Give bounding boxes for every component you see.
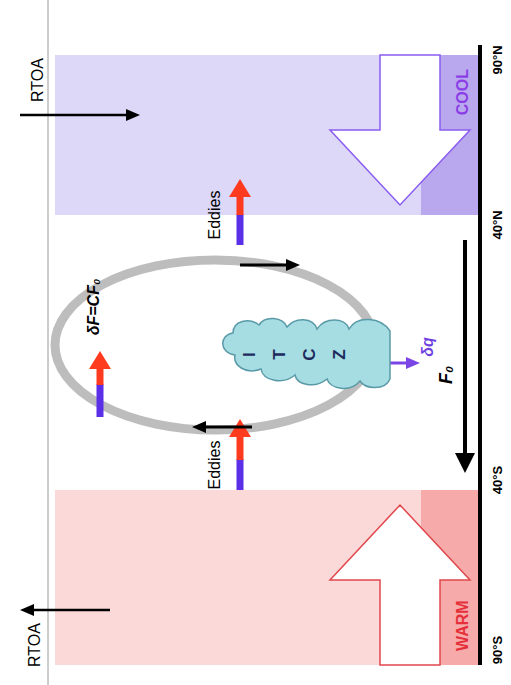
flux-label: RTOA — [26, 623, 44, 667]
node-text: ITCZ — [235, 348, 355, 361]
latitude-label: 90°N — [490, 45, 505, 74]
latitude-label: 40°N — [490, 210, 505, 239]
flux-label: RTOA — [29, 58, 47, 102]
transport-arrow — [455, 240, 475, 473]
toa-line — [48, 0, 49, 685]
flux-arrow — [89, 351, 111, 417]
cell-arrow — [192, 421, 252, 433]
eddies-label: Eddies — [206, 441, 224, 490]
node-text: WARM — [454, 600, 472, 651]
transport-label: F₀ — [436, 366, 457, 384]
cloud-shape — [223, 318, 390, 388]
eddy-arrow — [229, 419, 251, 490]
eddies-label: Eddies — [206, 191, 224, 240]
flux-equation: δF=CF₀ — [85, 279, 103, 336]
cool-band: COOL — [55, 55, 480, 215]
warm-band: WARM — [55, 490, 480, 665]
cell-arrow — [240, 259, 300, 271]
cloud-outline — [205, 315, 390, 393]
node-text: COOL — [454, 69, 472, 115]
latitude-label: 90°S — [490, 636, 505, 664]
moisture-label: δq — [419, 337, 437, 357]
latitude-label: 40°S — [490, 466, 505, 494]
itcz-cloud: ITCZ — [205, 315, 390, 393]
